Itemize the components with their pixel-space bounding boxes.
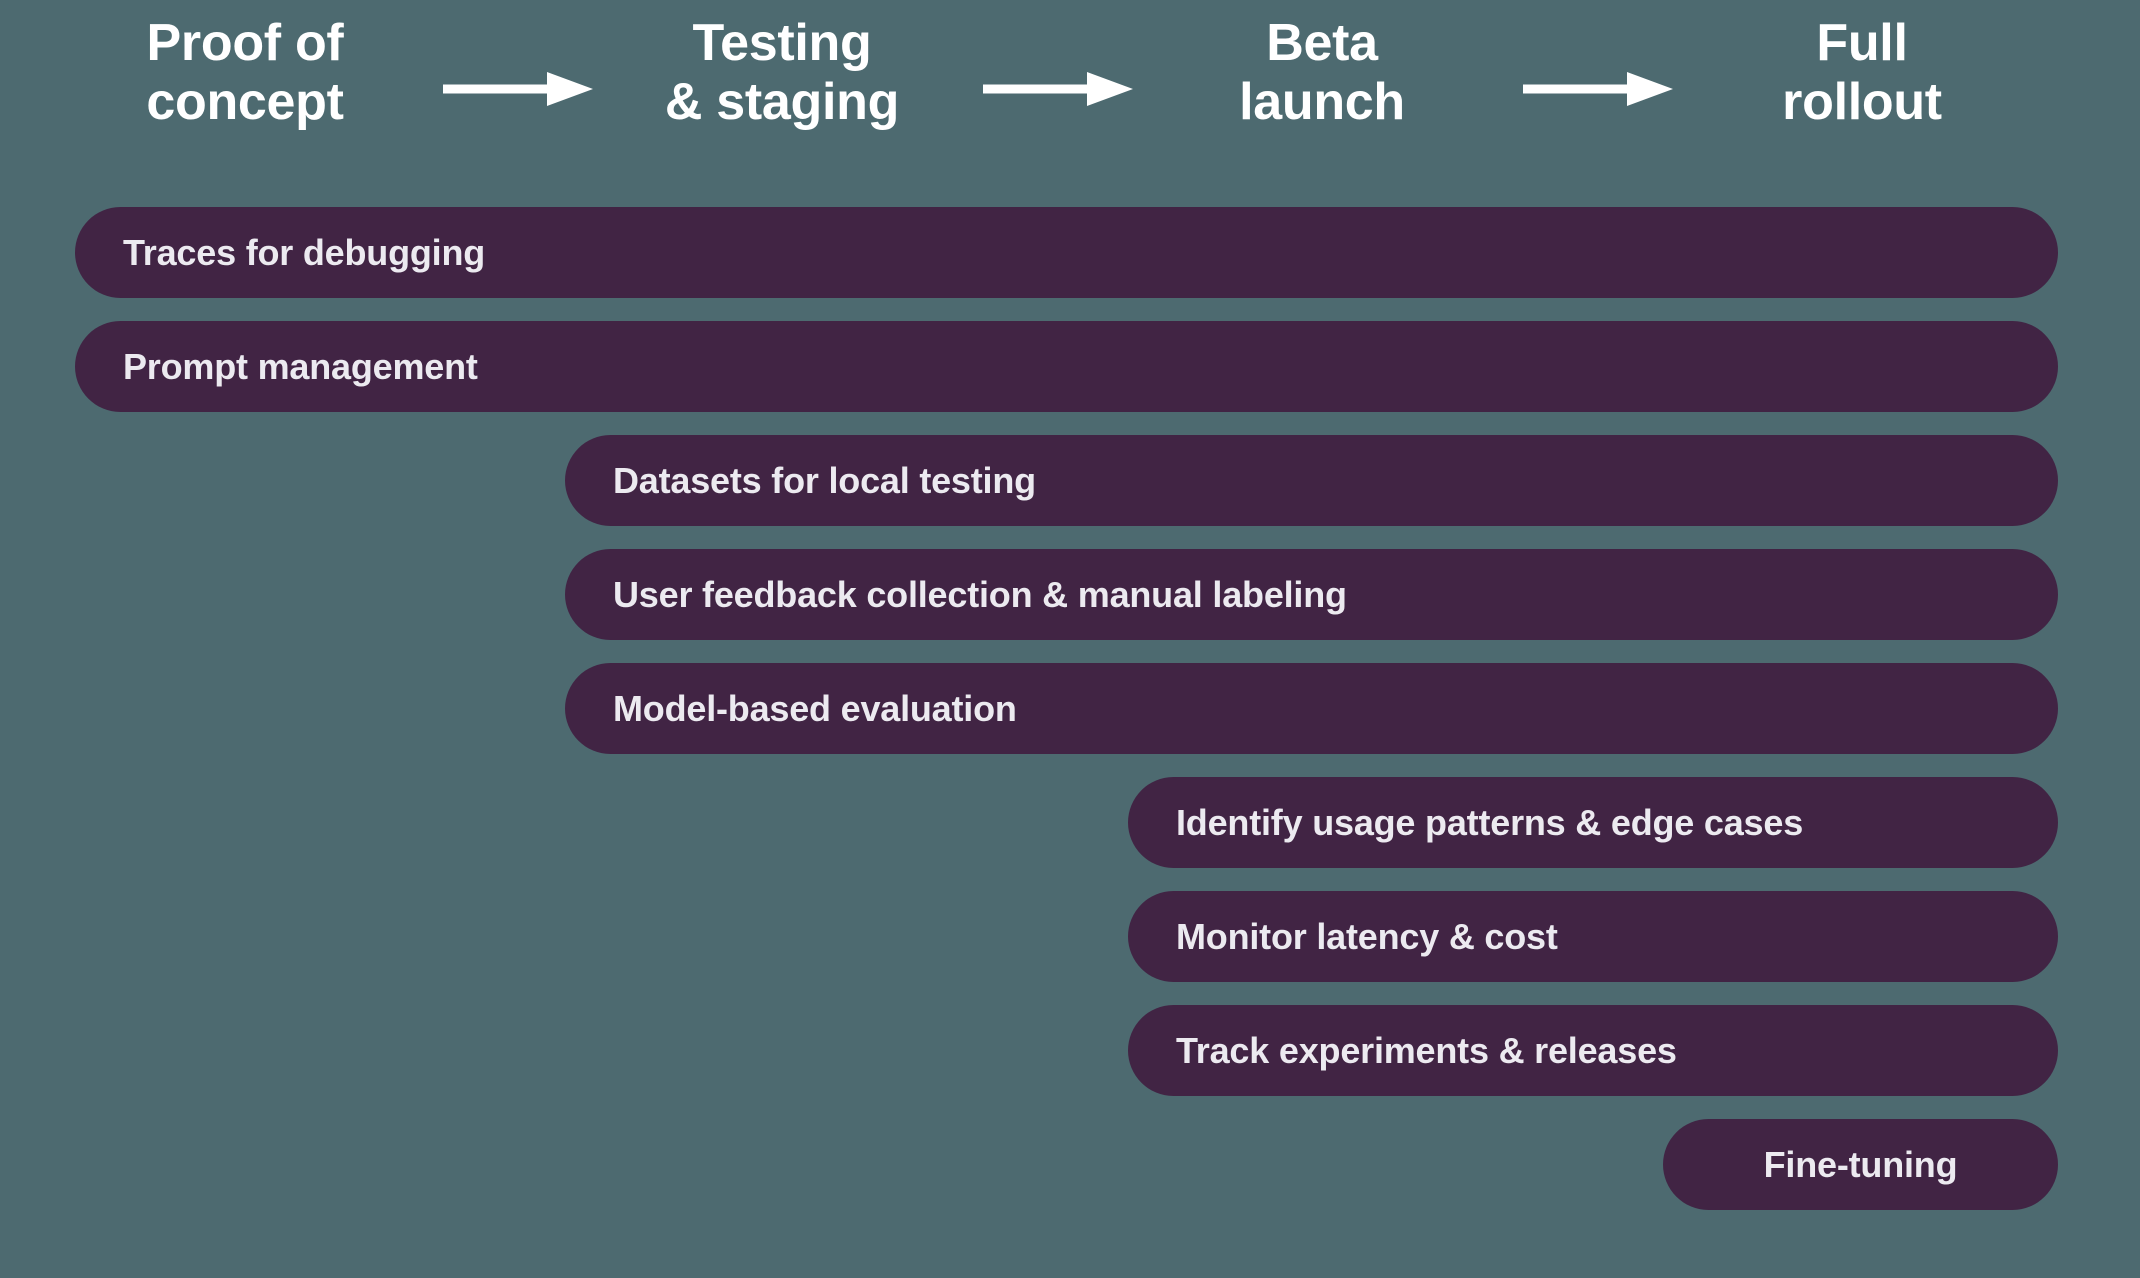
- capability-bar-label: Datasets for local testing: [613, 459, 1036, 501]
- capability-bar[interactable]: Fine-tuning: [1663, 1119, 2058, 1210]
- capability-bar[interactable]: Traces for debugging: [75, 207, 2058, 298]
- phase-label-testing-and-staging: Testing & staging: [664, 14, 900, 131]
- arrow-right-icon: [443, 72, 593, 106]
- capability-bar[interactable]: Identify usage patterns & edge cases: [1128, 777, 2058, 868]
- capability-bar[interactable]: Model-based evaluation: [565, 663, 2058, 754]
- arrow-right-icon: [983, 72, 1133, 106]
- capability-bar-label: User feedback collection & manual labeli…: [613, 573, 1347, 615]
- phase-label-beta-launch: Beta launch: [1239, 14, 1405, 131]
- capability-bar[interactable]: Prompt management: [75, 321, 2058, 412]
- capability-bar[interactable]: Track experiments & releases: [1128, 1005, 2058, 1096]
- capability-bar-label: Prompt management: [123, 345, 478, 387]
- capability-bar-label: Identify usage patterns & edge cases: [1176, 801, 1804, 843]
- phase-label-full-rollout: Full rollout: [1782, 14, 1942, 131]
- phase-header-row: Proof of concept Testing & staging Beta …: [0, 0, 2140, 180]
- capability-bar-label: Traces for debugging: [123, 231, 486, 273]
- capability-bar[interactable]: Datasets for local testing: [565, 435, 2058, 526]
- capability-bar[interactable]: User feedback collection & manual labeli…: [565, 549, 2058, 640]
- capability-bar[interactable]: Monitor latency & cost: [1128, 891, 2058, 982]
- arrow-right-icon: [1523, 72, 1673, 106]
- capability-bar-label: Monitor latency & cost: [1176, 915, 1558, 957]
- phase-label-proof-of-concept: Proof of concept: [146, 14, 344, 131]
- capability-bar-label: Track experiments & releases: [1176, 1029, 1677, 1071]
- capability-bar-label: Fine-tuning: [1763, 1143, 1958, 1185]
- capability-bar-label: Model-based evaluation: [613, 687, 1017, 729]
